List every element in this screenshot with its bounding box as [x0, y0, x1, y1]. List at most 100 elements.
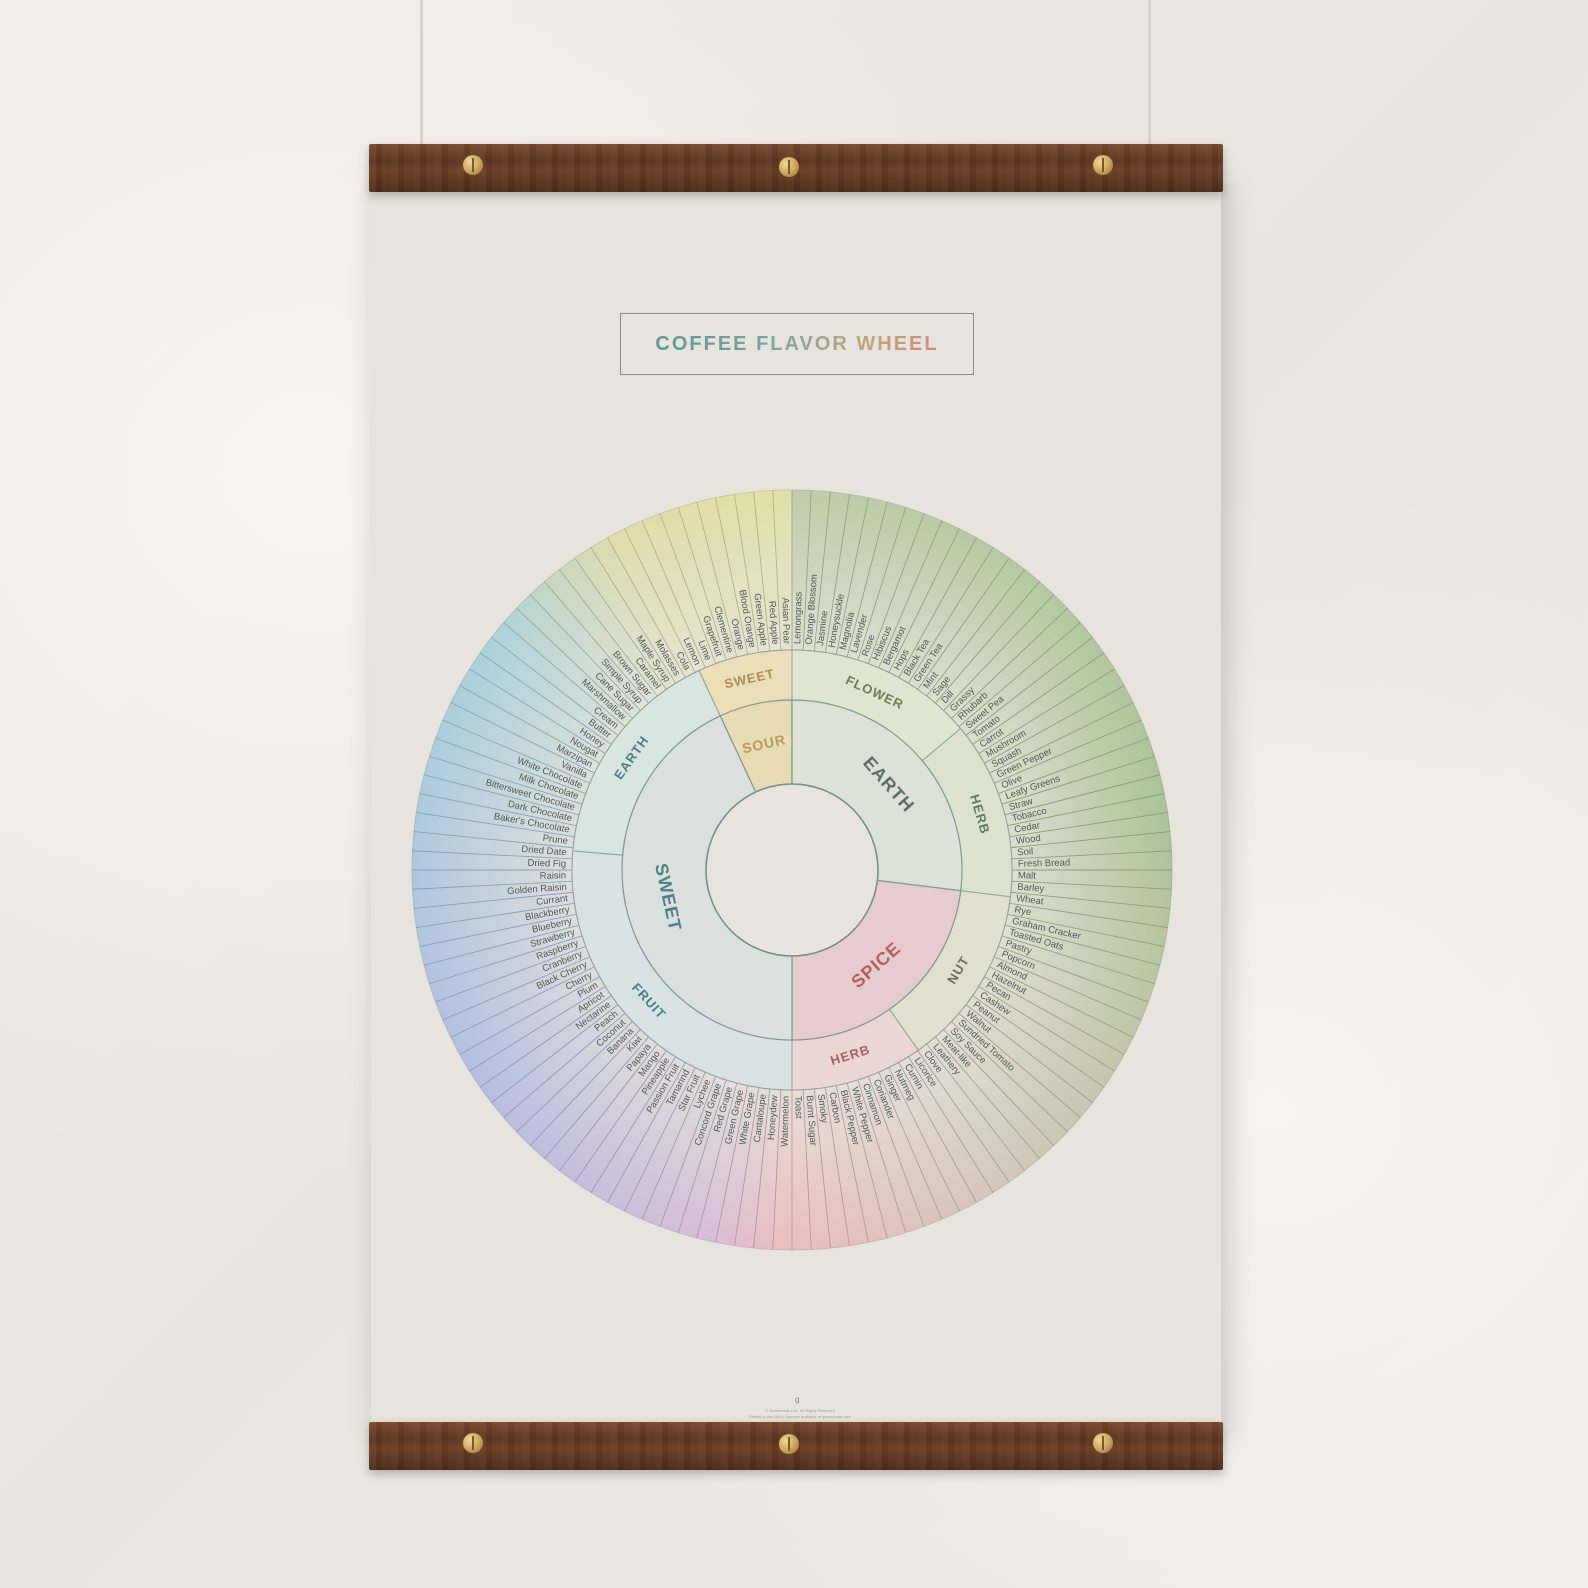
- flavor-label: Soil: [1017, 846, 1034, 858]
- flavor-divider: [491, 637, 619, 736]
- flavor-divider: [469, 985, 606, 1072]
- flavor-divider: [442, 956, 591, 1021]
- flavor-divider: [772, 1089, 782, 1250]
- brass-screw-icon: [779, 1434, 799, 1454]
- flavor-divider: [459, 976, 600, 1055]
- flavor-divider: [677, 507, 727, 661]
- flavor-label: Lemongrass: [792, 591, 804, 644]
- flavor-label: Burnt Sugar: [804, 1095, 819, 1146]
- flavor-label: Malt: [1018, 870, 1037, 881]
- flavor-label: Carbon: [826, 1091, 842, 1124]
- flavor-divider: [559, 1043, 658, 1171]
- flavor-divider: [435, 737, 586, 795]
- brass-screw-icon: [779, 157, 799, 177]
- flavor-divider: [898, 1062, 977, 1203]
- flavor-label: Smoky: [815, 1093, 830, 1123]
- flavor-divider: [951, 607, 1068, 719]
- flavor-divider: [624, 1067, 696, 1212]
- brass-screw-icon: [1093, 1433, 1113, 1453]
- flavor-divider: [544, 1036, 650, 1159]
- flavor-divider: [998, 737, 1149, 795]
- flavor-divider: [419, 913, 577, 947]
- flavor-divider: [715, 1085, 749, 1243]
- brand-logo: g: [795, 1395, 800, 1404]
- flavor-divider: [479, 652, 612, 745]
- flavor-divider: [878, 520, 943, 669]
- flavor-divider: [984, 685, 1125, 764]
- flavor-divider: [993, 719, 1142, 784]
- flavor-divider: [1009, 812, 1168, 838]
- flavor-divider: [835, 1085, 869, 1243]
- flavor-divider: [958, 1012, 1081, 1118]
- flavor-label: Jasmine: [815, 610, 830, 646]
- flavor-divider: [479, 995, 612, 1088]
- flavor-divider: [429, 935, 583, 985]
- flavor-label: Fresh Bread: [1018, 857, 1071, 869]
- flavor-divider: [813, 491, 831, 652]
- flavor-divider: [1011, 880, 1172, 890]
- flavor-divider: [898, 537, 977, 678]
- flavor-divider: [412, 850, 573, 860]
- flavor-divider: [965, 637, 1093, 736]
- flavor-divider: [1007, 913, 1165, 947]
- brass-screw-icon: [1093, 155, 1113, 175]
- fineprint-line: © Grovemade Ltd., All Rights Reserved: [765, 1408, 835, 1413]
- flavor-divider: [888, 528, 960, 673]
- flavor-divider: [416, 812, 575, 838]
- flavor-divider: [413, 891, 574, 909]
- flavor-divider: [972, 652, 1105, 745]
- center-hub: [705, 783, 879, 957]
- flavor-divider: [459, 685, 600, 764]
- flavor-divider: [972, 995, 1105, 1088]
- flavor-divider: [715, 497, 749, 655]
- flavor-divider: [641, 1071, 706, 1220]
- flavor-divider: [424, 924, 580, 966]
- flavor-divider: [802, 490, 812, 651]
- flavor-label: Orange Blossom: [804, 574, 820, 645]
- flavor-divider: [416, 902, 575, 928]
- flavor-divider: [734, 494, 760, 653]
- brass-screw-icon: [463, 155, 483, 175]
- flavor-divider: [450, 966, 595, 1038]
- flavor-label: Golden Raisin: [507, 882, 567, 897]
- flavor-divider: [442, 719, 591, 784]
- flavor-divider: [753, 491, 771, 652]
- flavor-divider: [1010, 891, 1171, 909]
- wall-seam: [420, 0, 423, 150]
- flavor-label: Prune: [542, 833, 569, 847]
- flavor-divider: [978, 985, 1115, 1072]
- flavor-divider: [1001, 935, 1155, 985]
- flavor-divider: [1010, 831, 1171, 849]
- fineprint-line: Printed in the USA | Sources available a…: [749, 1414, 851, 1419]
- flavor-divider: [574, 557, 667, 690]
- flavor-divider: [529, 1029, 641, 1146]
- flavor-divider: [659, 1076, 717, 1227]
- flavor-divider: [965, 1004, 1093, 1103]
- flavor-divider: [1004, 924, 1160, 966]
- flavor-divider: [429, 755, 583, 805]
- flavor-divider: [574, 1050, 667, 1183]
- flavor-divider: [951, 1021, 1068, 1133]
- flavor-divider: [835, 497, 869, 655]
- flavor-divider: [1009, 902, 1168, 928]
- flavor-divider: [1001, 755, 1155, 805]
- flavor-divider: [772, 490, 782, 651]
- flavor-divider: [450, 702, 595, 774]
- flavor-label: Wheat: [1015, 893, 1044, 907]
- flavor-divider: [559, 569, 658, 697]
- flavor-label: Dried Date: [521, 844, 567, 858]
- flavor-label: Toast: [792, 1096, 804, 1119]
- flavor-label: Currant: [536, 893, 569, 908]
- wall-seam: [1148, 0, 1151, 150]
- poster-title-frame: COFFEE FLAVOR WHEEL: [620, 313, 974, 375]
- flavor-divider: [503, 1012, 626, 1118]
- flavor-divider: [824, 1087, 850, 1246]
- bottom-wood-rail: [369, 1422, 1223, 1470]
- flavor-divider: [943, 594, 1055, 711]
- flavor-divider: [503, 622, 626, 728]
- flavor-divider: [926, 569, 1025, 697]
- flavor-divider: [491, 1004, 619, 1103]
- flavor-divider: [516, 1021, 633, 1133]
- flavor-divider: [641, 520, 706, 669]
- flavor-label: Raisin: [540, 870, 567, 882]
